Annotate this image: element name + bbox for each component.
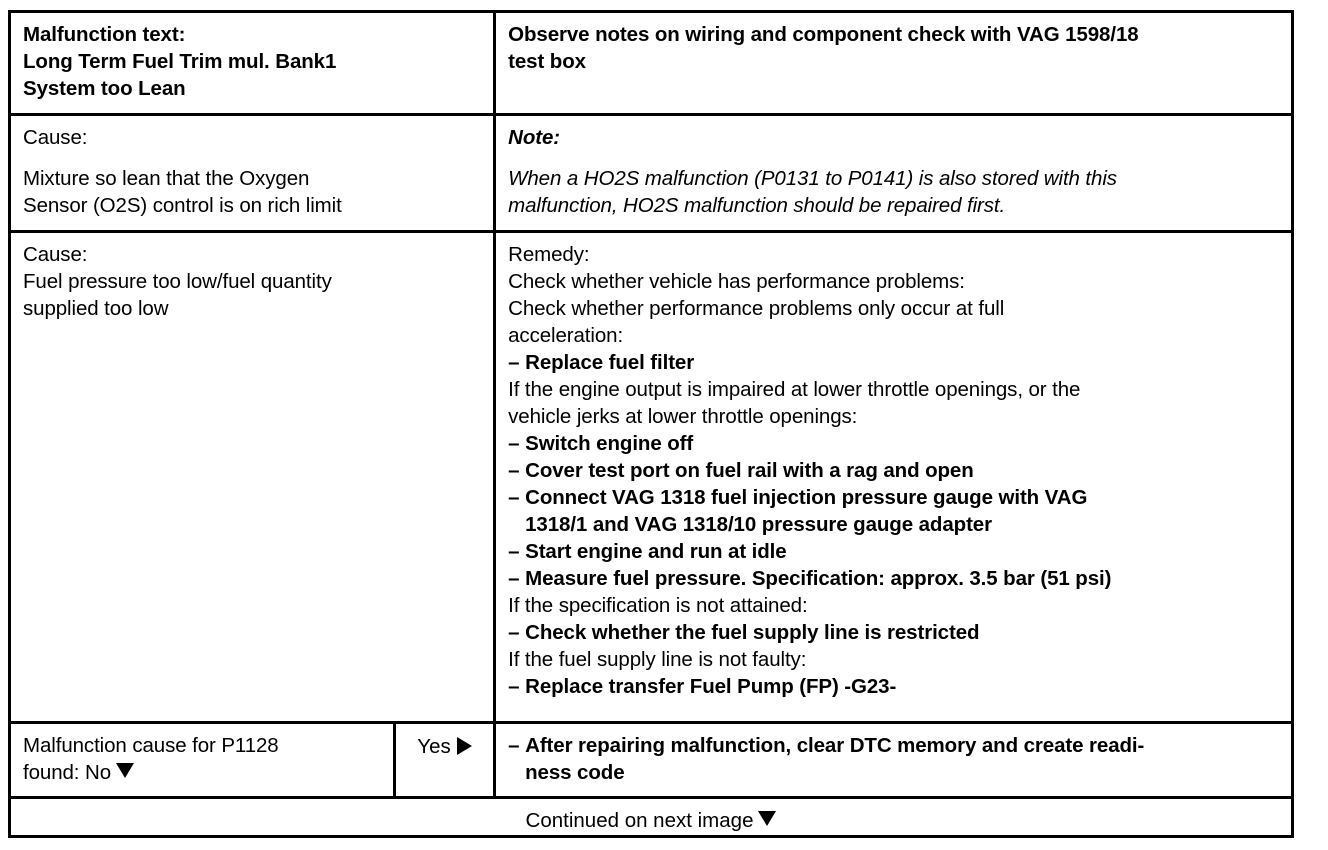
remedy-step: –Cover test port on fuel rail with a rag… [508,457,1281,484]
dash-icon: – [508,566,520,590]
remedy-line: If the specification is not attained: [508,593,808,617]
remedy-step: –Switch engine off [508,430,1281,457]
remedy-step-label: Measure fuel pressure. Specification: ap… [525,566,1112,590]
remedy-line: Check whether vehicle has performance pr… [508,269,965,293]
note-line2: malfunction, HO2S malfunction should be … [508,193,1006,217]
continued-label: Continued on next image [525,808,754,832]
cell-cause-2: Cause: Fuel pressure too low/fuel quanti… [9,231,497,724]
remedy-line: acceleration: [508,323,624,347]
indent-spacer [508,511,525,538]
cause-2-label: Cause: [23,242,88,266]
remedy-step: –Replace fuel filter [508,349,1281,376]
table-row-cause-1: Cause: Mixture so lean that the Oxygen S… [9,114,1293,233]
decision-action-line2: ness code [508,759,1281,786]
dash-icon: – [508,674,520,698]
table-row-decision: Malfunction cause for P1128 found: No Ye… [9,722,1293,799]
cell-continued: Continued on next image [9,797,1293,837]
decision-question-line2: found: No [23,759,383,786]
decision-action-line1: – After repairing malfunction, clear DTC… [508,732,1281,759]
remedy-step: –Measure fuel pressure. Specification: a… [508,565,1281,592]
note-label: Note: [508,125,561,149]
dash-icon: – [508,431,520,455]
spacer [23,151,483,165]
cause-2-line2: supplied too low [23,296,169,320]
malfunction-text-line2: Long Term Fuel Trim mul. Bank1 [23,50,337,73]
note-line1: When a HO2S malfunction (P0131 to P0141)… [508,166,1117,190]
dash-icon: – [508,458,520,482]
cell-remedy: Remedy: Check whether vehicle has perfor… [494,231,1293,724]
observe-notes-line1: Observe notes on wiring and component ch… [508,23,1139,46]
cell-decision-yes[interactable]: Yes [394,722,497,799]
remedy-label: Remedy: [508,242,590,266]
dtc-table: Malfunction text: Long Term Fuel Trim mu… [8,10,1294,838]
remedy-step-label: Connect VAG 1318 fuel injection pressure… [525,485,1088,509]
cause-1-line2: Sensor (O2S) control is on rich limit [23,193,342,217]
down-triangle-icon[interactable] [758,810,777,826]
table-row-cause-2: Cause: Fuel pressure too low/fuel quanti… [9,231,1293,724]
observe-notes-line2: test box [508,50,586,73]
remedy-step-label: 1318/1 and VAG 1318/10 pressure gauge ad… [525,512,992,536]
remedy-step: –Connect VAG 1318 fuel injection pressur… [508,484,1281,511]
remedy-step-label: Start engine and run at idle [525,539,787,563]
remedy-step-list: Check whether vehicle has performance pr… [508,268,1281,700]
remedy-line: vehicle jerks at lower throttle openings… [508,404,858,428]
dash-icon: – [508,350,520,374]
dash-icon: – [508,485,520,509]
cell-observe-notes: Observe notes on wiring and component ch… [494,11,1293,116]
cause-2-line1: Fuel pressure too low/fuel quantity [23,269,332,293]
remedy-step-continuation: 1318/1 and VAG 1318/10 pressure gauge ad… [508,511,1281,538]
remedy-step: –Check whether the fuel supply line is r… [508,619,1281,646]
remedy-line: If the fuel supply line is not faulty: [508,647,807,671]
remedy-step: –Start engine and run at idle [508,538,1281,565]
malfunction-text-line3: System too Lean [23,77,186,100]
cell-decision-action: – After repairing malfunction, clear DTC… [494,722,1293,799]
down-triangle-icon[interactable] [116,762,134,778]
remedy-step-label: Cover test port on fuel rail with a rag … [525,458,974,482]
right-triangle-icon[interactable] [456,736,472,755]
remedy-step-label: Switch engine off [525,431,694,455]
dash-icon: – [508,620,520,644]
dash-icon: – [508,539,520,563]
spacer [508,151,1281,165]
dash-icon: – [508,733,520,757]
remedy-step: –Replace transfer Fuel Pump (FP) -G23- [508,673,1281,700]
remedy-step-label: Replace transfer Fuel Pump (FP) -G23- [525,674,897,698]
decision-action-text2: ness code [525,760,625,784]
malfunction-text-label: Malfunction text: [23,23,186,46]
decision-no-label: found: No [23,760,111,784]
decision-action-text1: After repairing malfunction, clear DTC m… [525,733,1145,757]
cell-malfunction-text: Malfunction text: Long Term Fuel Trim mu… [9,11,497,116]
cell-decision-question: Malfunction cause for P1128 found: No [9,722,396,799]
cell-note: Note: When a HO2S malfunction (P0131 to … [494,114,1293,233]
cause-1-line1: Mixture so lean that the Oxygen [23,166,310,190]
cell-cause-1: Cause: Mixture so lean that the Oxygen S… [9,114,497,233]
decision-question-line1: Malfunction cause for P1128 [23,733,279,757]
table-row-malfunction-text: Malfunction text: Long Term Fuel Trim mu… [9,11,1293,116]
indent-spacer [508,759,525,786]
remedy-line: Check whether performance problems only … [508,296,1005,320]
remedy-line: If the engine output is impaired at lowe… [508,377,1081,401]
decision-yes-label: Yes [417,734,451,758]
table-row-footer: Continued on next image [9,797,1293,837]
remedy-step-label: Check whether the fuel supply line is re… [525,620,980,644]
remedy-step-label: Replace fuel filter [525,350,695,374]
cause-1-label: Cause: [23,125,88,149]
